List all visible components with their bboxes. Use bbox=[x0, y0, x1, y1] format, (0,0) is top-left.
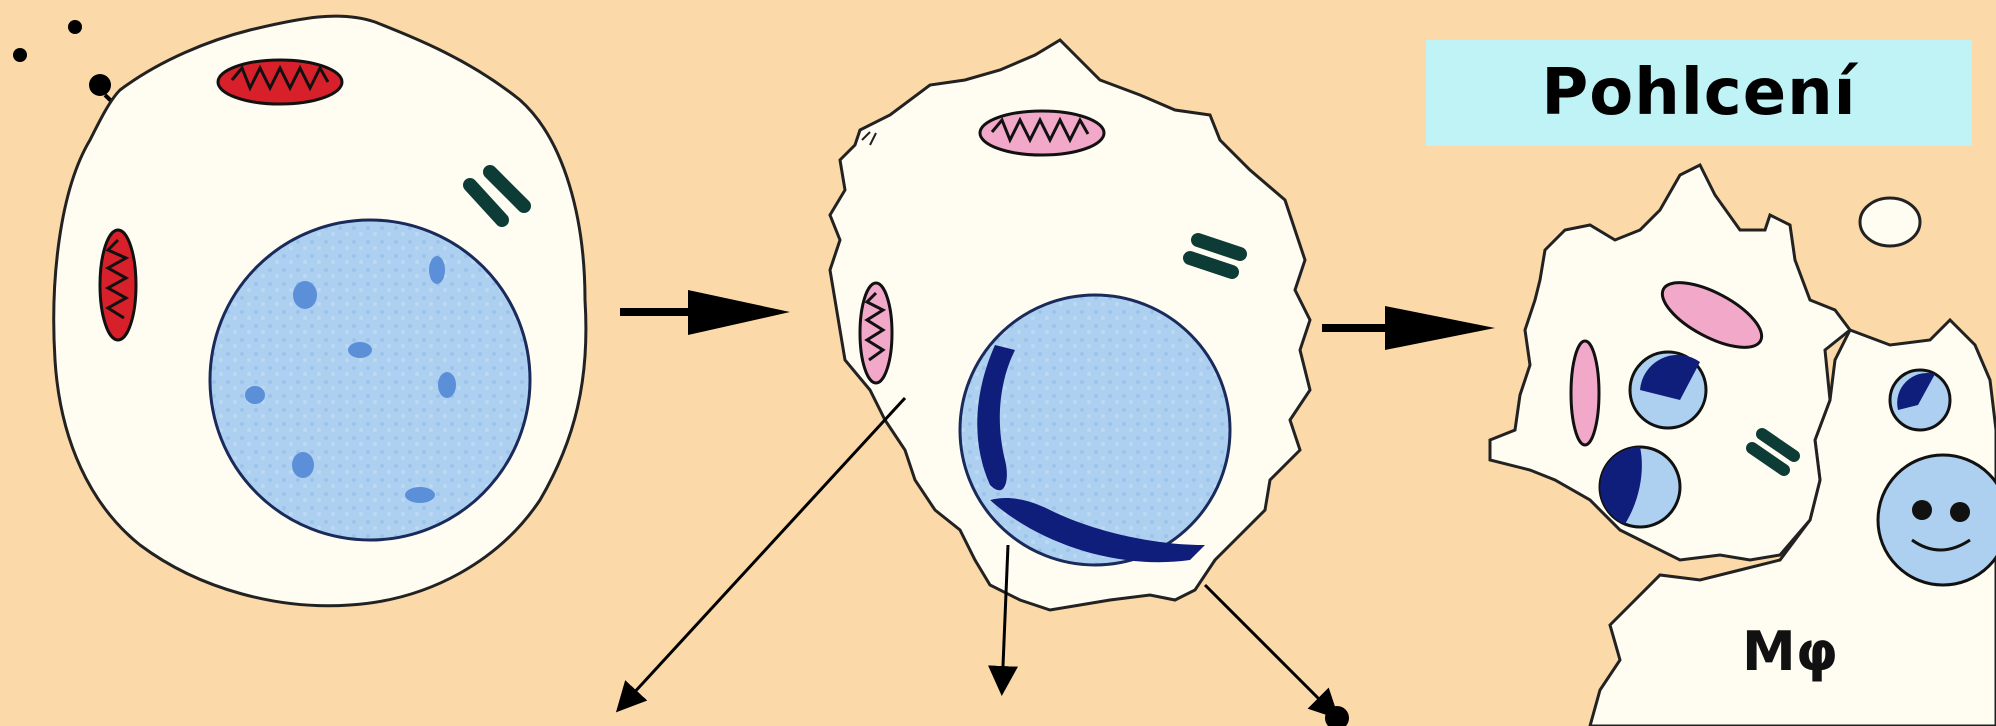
macrophage-label: Mφ bbox=[1742, 620, 1838, 683]
mitochondrion-pink-4 bbox=[1571, 341, 1599, 445]
nucleus-condensing bbox=[960, 295, 1230, 565]
title-box: Pohlcení bbox=[1426, 40, 1972, 146]
macrophage-nucleus bbox=[1878, 455, 1996, 585]
apoptotic-cell bbox=[830, 40, 1310, 610]
nucleus bbox=[210, 220, 530, 540]
arrow-right-icon bbox=[1322, 306, 1495, 350]
arrow-right-icon bbox=[620, 290, 790, 335]
mitochondrion-red-1 bbox=[218, 60, 342, 104]
normal-cell bbox=[54, 16, 586, 606]
vesicle bbox=[1860, 198, 1920, 246]
mitochondrion-pink-1 bbox=[980, 111, 1104, 155]
mitochondrion-red-2 bbox=[100, 230, 136, 340]
diagram-title: Pohlcení bbox=[1541, 56, 1856, 130]
mitochondrion-pink-2 bbox=[860, 283, 892, 383]
